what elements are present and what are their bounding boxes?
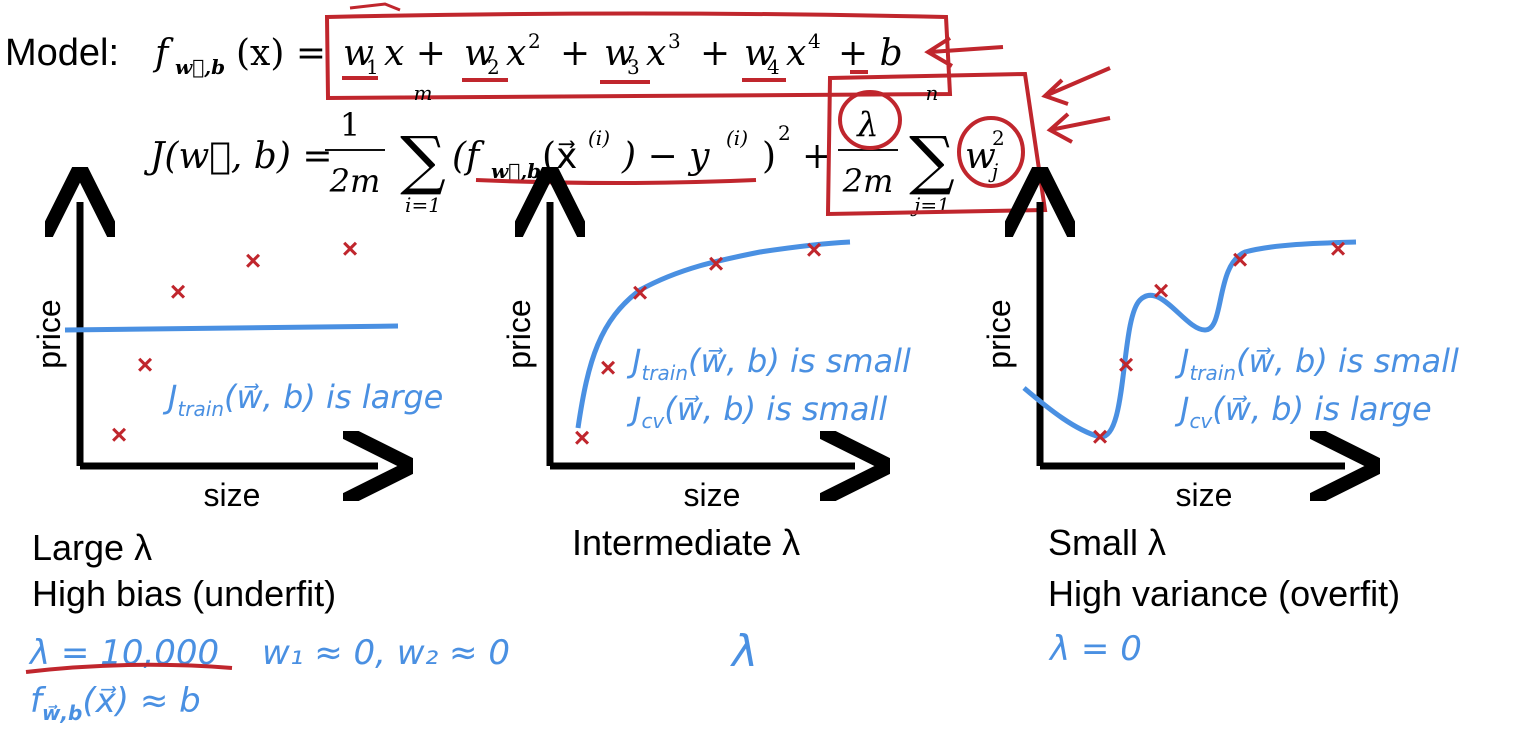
term-plus-b: + b [838, 33, 903, 74]
y-axis-label: price [981, 299, 1017, 368]
term-x2: x [506, 33, 526, 74]
term-x4: x [786, 33, 806, 74]
reg-w: w [965, 136, 996, 177]
term-x3: x [646, 33, 666, 74]
x-axis-label: size [684, 477, 741, 513]
sum1-upper: m [414, 81, 433, 105]
cost-term-x-sup: (i) [588, 126, 610, 150]
y-axis-label: price [501, 299, 537, 368]
panel-small-lambda: price size × × × × × Jtrain(w⃗, b) is sm… [981, 202, 1459, 669]
lambda-zero: λ = 0 [1048, 629, 1142, 669]
term-w4: w [744, 33, 775, 74]
data-point-x: × [111, 419, 127, 450]
fit-curve-flat [64, 323, 399, 333]
note-jtrain-small: Jtrain(w⃗, b) is small [626, 342, 911, 385]
term-w3: w [604, 33, 635, 74]
term-w2-sub: 2 [487, 55, 500, 79]
model-highlight-box [324, 11, 953, 101]
data-points: × × × × × [111, 233, 358, 450]
handwritten-lambda: λ [730, 626, 758, 677]
cost-term-close: ) [762, 136, 776, 177]
frac2-denominator: 2m [842, 162, 894, 200]
reg-w-sub: j [988, 159, 998, 183]
note-jcv-small: Jcv(w⃗, b) is small [626, 390, 887, 433]
caption-high-variance: High variance (overfit) [1048, 573, 1400, 614]
underline-prediction [475, 178, 757, 185]
note-jtrain-small-overfit: Jtrain(w⃗, b) is small [1174, 342, 1459, 385]
term-plus-2: + [560, 33, 590, 74]
model-f-subscript: w⃗,b [175, 55, 225, 79]
term-w2: w [464, 33, 495, 74]
cost-term-square: 2 [778, 121, 791, 145]
data-point-x: × [1330, 233, 1346, 264]
fit-curve-good [575, 239, 851, 429]
data-point-x: × [806, 234, 822, 265]
data-point-x: × [600, 352, 616, 383]
cost-term-f: (f [452, 136, 485, 177]
caption-high-bias: High bias (underfit) [32, 573, 336, 614]
wj-circle [957, 116, 1025, 188]
sum1-sigma: ∑ [400, 124, 446, 198]
data-point-x: × [1153, 275, 1169, 306]
data-point-x: × [1092, 421, 1108, 452]
cost-lhs: J(w⃗, b) = [143, 136, 332, 177]
term-x: x + [384, 33, 446, 74]
weights-near-zero: w₁ ≈ 0, w₂ ≈ 0 [262, 633, 510, 673]
note-jtrain: Jtrain(w⃗, b) is large [162, 378, 443, 421]
x-axis-label: size [204, 477, 261, 513]
data-point-x: × [342, 233, 358, 264]
caption-intermediate-lambda: Intermediate λ [572, 522, 800, 563]
model-arg: (x) = [236, 33, 326, 74]
term-plus-3: + [700, 33, 730, 74]
arrow-to-reg [1046, 112, 1111, 144]
cost-term-x: (x⃗ [542, 136, 577, 177]
data-point-x: × [137, 349, 153, 380]
arrow-to-model [924, 36, 1004, 68]
term-w1-sub: 1 [366, 55, 379, 79]
panel-large-lambda: price size × × × × × Jtrain(w⃗, b) is la… [25, 202, 510, 725]
data-point-x: × [245, 245, 261, 276]
data-point-x: × [1232, 244, 1248, 275]
data-point-x: × [708, 248, 724, 279]
arrow-to-lambda [1041, 66, 1111, 106]
underline-lambda-10000 [25, 662, 233, 674]
model-f: f [152, 33, 174, 74]
model-label: Model: [5, 32, 119, 74]
frac2-lambda: λ [855, 105, 879, 145]
frac1-numerator: 1 [340, 106, 360, 144]
cost-equation: J(w⃗, b) = 1 2m m ∑ i=1 (f w⃗,b (x⃗ (i) … [143, 81, 1005, 217]
data-points: × × × × × [574, 234, 822, 453]
cost-term-y-sup: (i) [726, 126, 748, 150]
sum2-upper: n [926, 81, 939, 105]
cost-term-minus-y: ) − y [621, 136, 710, 177]
term-w1: w [343, 33, 374, 74]
term-w3-sub: 3 [627, 55, 640, 79]
x-axis-label: size [1176, 477, 1233, 513]
data-point-x: × [574, 422, 590, 453]
caption-large-lambda: Large λ [32, 527, 152, 568]
model-red-annotations [324, 2, 1004, 101]
note-jcv-large: Jcv(w⃗, b) is large [1174, 390, 1432, 433]
data-points: × × × × × [1092, 233, 1346, 452]
data-point-x: × [632, 277, 648, 308]
term-w4-sub: 4 [767, 55, 780, 79]
sum1-lower: i=1 [405, 193, 441, 217]
data-point-x: × [170, 276, 186, 307]
fit-curve-overfit [1022, 239, 1357, 440]
model-equation: Model: f w⃗,b (x) = w 1 x + w 2 x 2 + w … [5, 29, 903, 79]
term-x4-pow: 4 [808, 29, 821, 53]
frac1-denominator: 2m [329, 162, 381, 200]
panel-intermediate-lambda: price size × × × × × Jtrain(w⃗, b) is sm… [501, 202, 911, 677]
y-axis-label: price [31, 299, 67, 368]
f-approx-b: fw⃗,b(x⃗) ≈ b [30, 681, 201, 725]
lambda-circle [838, 90, 902, 150]
red-scribble [349, 2, 401, 12]
reg-w-sup: 2 [992, 126, 1005, 150]
term-x2-pow: 2 [528, 29, 541, 53]
term-x3-pow: 3 [668, 29, 681, 53]
caption-small-lambda: Small λ [1048, 522, 1166, 563]
sum2-sigma: ∑ [909, 124, 955, 198]
data-point-x: × [1118, 349, 1134, 380]
